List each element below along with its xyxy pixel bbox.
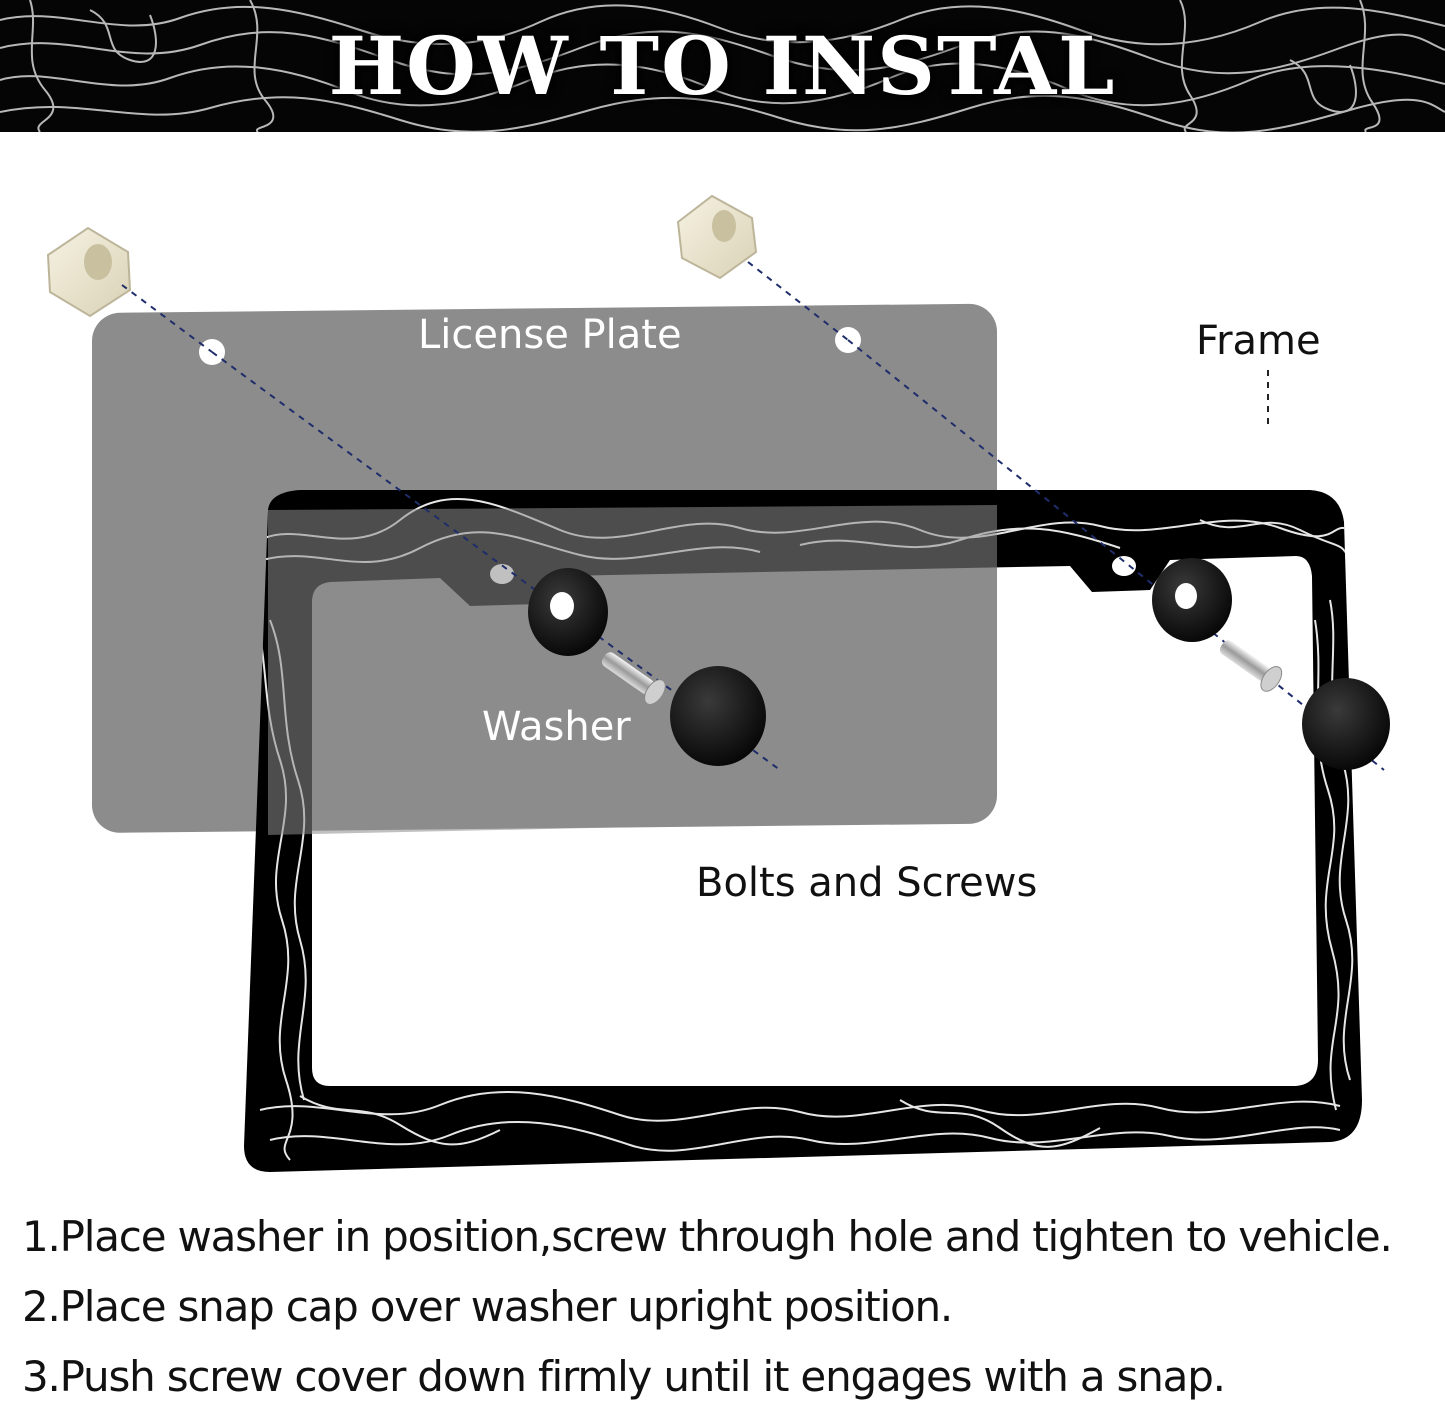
- instruction-step-3: 3.Push screw cover down firmly until it …: [22, 1352, 1226, 1401]
- washer-right-icon: [1152, 558, 1232, 642]
- screw-right-icon: [1219, 640, 1283, 692]
- snap-nut-right-icon: [676, 194, 758, 280]
- license-plate-label: License Plate: [418, 312, 682, 358]
- snap-cap-right-icon: [1302, 678, 1390, 770]
- frame-label: Frame: [1196, 318, 1321, 364]
- topographic-pattern: [0, 0, 1445, 132]
- header-banner: HOW TO INSTAL: [0, 0, 1445, 132]
- page-title: HOW TO INSTAL: [328, 19, 1117, 113]
- washer-label: Washer: [482, 704, 631, 750]
- installation-diagram: License Plate Frame Washer Bolts and Scr…: [0, 132, 1445, 1192]
- instruction-step-2: 2.Place snap cap over washer upright pos…: [22, 1282, 953, 1331]
- bolts-and-screws-label: Bolts and Screws: [696, 860, 1038, 906]
- washer-left-icon: [528, 568, 608, 656]
- instruction-list: 1.Place washer in position,screw through…: [22, 1205, 1422, 1415]
- guide-lines: [121, 261, 1385, 771]
- snap-cap-left-icon: [670, 666, 766, 766]
- snap-nut-left-icon: [46, 226, 132, 318]
- screw-left-icon: [601, 652, 666, 705]
- diagram-drawing: [46, 194, 1390, 1172]
- instruction-step-1: 1.Place washer in position,screw through…: [22, 1212, 1393, 1261]
